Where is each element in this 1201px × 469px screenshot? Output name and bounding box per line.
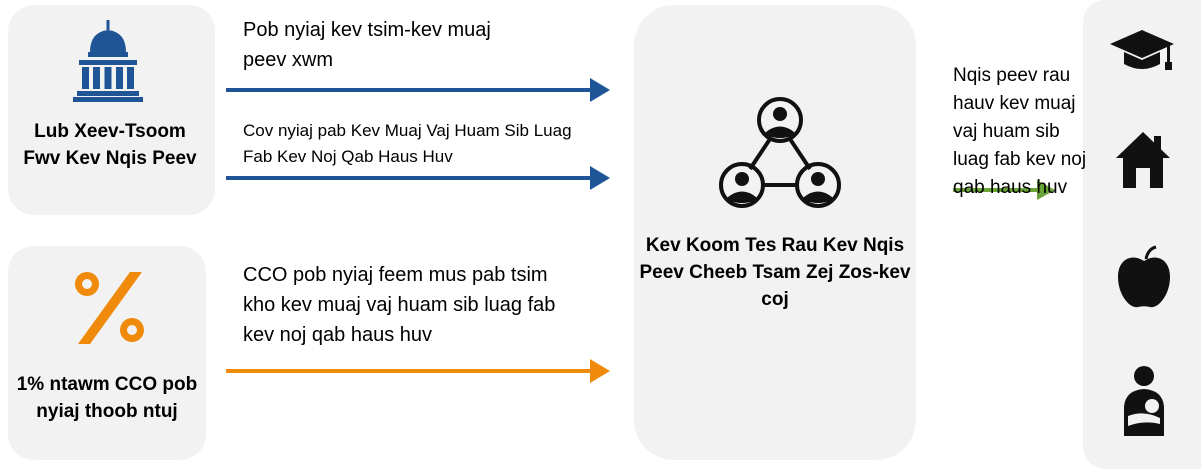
- house-icon: [1116, 132, 1170, 188]
- percent-icon: [70, 268, 150, 348]
- arrow-program-funding: [226, 166, 610, 190]
- mother-child-icon: [1124, 366, 1164, 436]
- annual-funding-text: Pob nyiaj kev tsim-kev muaj peev xwm: [243, 19, 491, 71]
- cco-label: 1% ntawm CCO pob nyiaj thoob ntuj: [16, 374, 198, 422]
- partnership-title: Kev Koom Tes Rau Kev Nqis Peev Cheeb Tsa…: [639, 235, 911, 310]
- apple-icon: [1118, 245, 1170, 308]
- capitol-building-icon: [73, 20, 143, 102]
- cco-box: [8, 246, 206, 460]
- output-text: Nqis peev rau hauv kev muaj vaj huam sib…: [953, 65, 1087, 198]
- cco-contribution-text: CCO pob nyiaj feem mus pab tsim kho kev …: [243, 264, 556, 346]
- partnership-box: [634, 5, 916, 460]
- community-network-icon: [719, 97, 841, 208]
- program-funding-text: Cov nyiaj pab Kev Muaj Vaj Huam Sib Luag…: [243, 121, 572, 166]
- arrow-output: [953, 180, 1055, 200]
- arrow-annual-funding: [226, 78, 610, 102]
- arrow-cco-contribution: [226, 359, 610, 383]
- graduation-cap-icon: [1110, 30, 1174, 70]
- government-label: Lub Xeev-Tsoom Fwv Kev Nqis Peev: [23, 121, 197, 169]
